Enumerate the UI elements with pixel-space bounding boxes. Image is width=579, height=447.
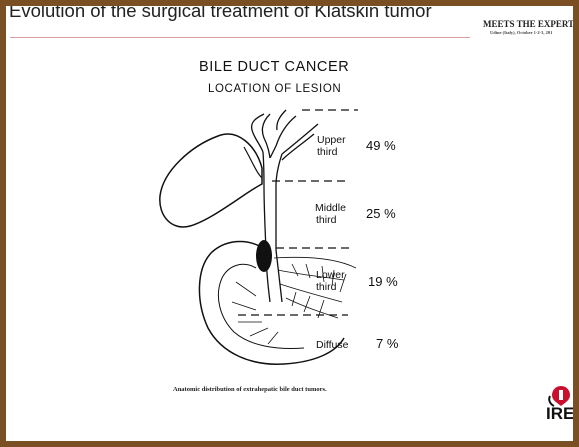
duodenum-inner — [218, 264, 304, 348]
region-diffuse-label: Diffuse — [316, 339, 349, 351]
ire-logo-text: IRE — [546, 404, 573, 424]
figure-heading: BILE DUCT CANCER — [199, 59, 349, 75]
ampulla — [256, 240, 272, 272]
region-lower-percent: 19 % — [368, 274, 398, 289]
region-diffuse-percent: 7 % — [376, 336, 399, 351]
region-upper-label: Upper — [317, 134, 346, 146]
region-lower-label: Lower — [316, 269, 345, 281]
region-upper-percent: 49 % — [366, 138, 396, 153]
region-middle-label-2: third — [316, 214, 337, 226]
slide: Evolution of the surgical treatment of K… — [6, 6, 573, 441]
gallbladder — [160, 134, 262, 227]
figure-subheading: LOCATION OF LESION — [208, 83, 341, 95]
region-lower-label-2: third — [316, 281, 337, 293]
region-middle-percent: 25 % — [366, 206, 396, 221]
bile-duct-diagram: BILE DUCT CANCER LOCATION OF LESION — [6, 6, 573, 441]
cystic-duct — [244, 147, 262, 178]
figure-caption: Anatomic distribution of extrahepatic bi… — [173, 386, 327, 393]
region-middle-label: Middle — [315, 202, 346, 214]
region-upper-label-2: third — [317, 146, 338, 158]
